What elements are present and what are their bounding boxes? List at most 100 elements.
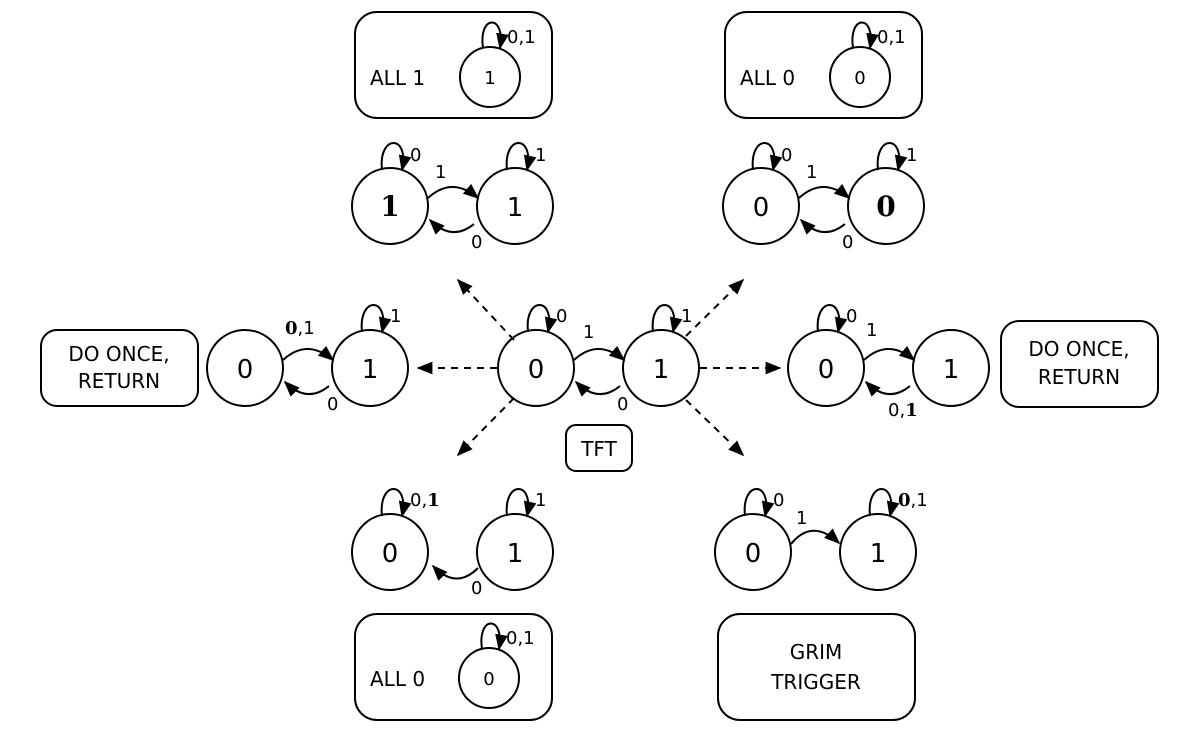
center-edge-top bbox=[573, 345, 626, 362]
mid-right-state-left-label: 0 bbox=[818, 355, 835, 385]
center-edge-bottom-label: 0 bbox=[617, 394, 628, 415]
mid-right-edge-bottom-label: 0,1 bbox=[888, 400, 918, 421]
mid-left-right-loop bbox=[360, 304, 392, 334]
center-caption-box bbox=[565, 424, 633, 472]
top-right-box-loop-label: 0,1 bbox=[877, 27, 906, 48]
center-edge-bottom bbox=[574, 380, 621, 397]
top-right-edge-top bbox=[798, 183, 851, 200]
bottom-left-left-loop bbox=[380, 488, 412, 518]
dashed-arrow-top-right bbox=[685, 278, 745, 337]
top-left-left-loop-label: 0 bbox=[410, 145, 421, 166]
mid-left-state-right-label: 1 bbox=[362, 355, 379, 385]
top-left-state-right-label: 1 bbox=[507, 193, 524, 223]
mid-left-box-line1: DO ONCE, bbox=[68, 342, 169, 366]
mid-right-left-loop bbox=[816, 304, 848, 334]
bottom-left-box-state-label: 0 bbox=[483, 669, 494, 690]
mid-left-machine: DO ONCE, RETURN 0 1 1 0,1 0 bbox=[40, 304, 409, 415]
mid-right-box bbox=[1000, 320, 1159, 408]
top-right-edge-bottom-label: 0 bbox=[842, 232, 853, 253]
bottom-right-machine: 0 1 0 0,1 1 GRIM TRIGGER bbox=[714, 488, 928, 721]
center-state-left-label: 0 bbox=[528, 355, 545, 385]
mid-right-state-left bbox=[787, 329, 865, 407]
bottom-right-right-loop-bold: 0 bbox=[898, 490, 911, 511]
center-edge-top-label: 1 bbox=[583, 322, 594, 343]
bottom-left-box-state bbox=[458, 647, 520, 709]
bottom-right-box-line1: GRIM bbox=[790, 640, 843, 664]
bottom-right-right-loop-rest: ,1 bbox=[911, 490, 928, 511]
top-left-box-loop-label: 0,1 bbox=[507, 27, 536, 48]
mid-left-state-right bbox=[331, 329, 409, 407]
top-left-edge-top bbox=[427, 183, 480, 200]
mid-left-edge-bottom-label: 0 bbox=[327, 394, 338, 415]
bottom-right-state-left bbox=[714, 513, 792, 591]
mid-right-state-right-label: 1 bbox=[943, 355, 960, 385]
mid-left-edge-top-bold: 0 bbox=[285, 318, 298, 339]
mid-left-edge-top-rest: ,1 bbox=[298, 318, 315, 339]
top-right-right-loop-label: 1 bbox=[906, 145, 917, 166]
bottom-left-edge-bottom-label: 0 bbox=[471, 578, 482, 599]
bottom-left-state-right bbox=[476, 513, 554, 591]
top-left-edge-bottom-label: 0 bbox=[471, 232, 482, 253]
top-right-box-loop bbox=[851, 21, 879, 50]
center-right-loop bbox=[651, 304, 683, 334]
mid-left-box bbox=[40, 329, 199, 407]
top-right-state-left-label: 0 bbox=[753, 193, 770, 223]
center-state-right bbox=[622, 329, 700, 407]
top-right-state-right-label: 0 bbox=[876, 190, 895, 223]
top-left-box-label: ALL 1 bbox=[370, 66, 425, 90]
top-left-box-loop bbox=[481, 21, 509, 50]
mid-right-edge-bottom-rest: 0, bbox=[888, 400, 905, 421]
bottom-right-state-right bbox=[839, 513, 917, 591]
center-right-loop-label: 1 bbox=[681, 306, 692, 327]
top-left-left-loop bbox=[380, 142, 412, 172]
top-right-edge-bottom bbox=[799, 218, 846, 235]
mid-right-machine: 0 1 0 1 0,1 DO ONCE, RETURN bbox=[787, 304, 1159, 421]
bottom-left-edge-bottom bbox=[431, 564, 479, 581]
bottom-left-left-loop-bold: 1 bbox=[427, 490, 440, 511]
top-left-state-right bbox=[476, 167, 554, 245]
mid-right-left-loop-label: 0 bbox=[846, 306, 857, 327]
bottom-left-left-loop-label: 0,1 bbox=[410, 490, 440, 511]
bottom-left-right-loop-label: 1 bbox=[535, 490, 546, 511]
mid-right-state-right bbox=[912, 329, 990, 407]
center-left-loop-label: 0 bbox=[556, 306, 567, 327]
bottom-right-edge-top-label: 1 bbox=[796, 508, 807, 529]
bottom-left-state-right-label: 1 bbox=[507, 539, 524, 569]
top-left-edge-bottom bbox=[428, 218, 475, 235]
top-right-edge-top-label: 1 bbox=[806, 162, 817, 183]
top-left-state-left bbox=[351, 167, 429, 245]
top-left-edge-top-label: 1 bbox=[435, 162, 446, 183]
top-right-box-state-label: 0 bbox=[854, 68, 865, 89]
center-machine: 0 1 0 1 1 0 TFT bbox=[497, 304, 700, 472]
bottom-right-state-right-label: 1 bbox=[870, 539, 887, 569]
top-left-right-loop bbox=[505, 142, 537, 172]
mid-right-edge-top bbox=[863, 345, 916, 362]
top-left-machine: ALL 1 1 0,1 1 1 0 1 1 0 bbox=[351, 11, 554, 253]
top-right-left-loop-label: 0 bbox=[781, 145, 792, 166]
dashed-arrow-top-left bbox=[456, 278, 515, 341]
bottom-right-box bbox=[717, 613, 916, 721]
mid-right-edge-bottom-bold: 1 bbox=[905, 400, 918, 421]
mid-left-right-loop-label: 1 bbox=[390, 306, 401, 327]
dashed-arrow-bottom-right bbox=[685, 399, 745, 457]
mid-left-edge-bottom bbox=[283, 380, 330, 397]
bottom-left-state-left bbox=[351, 513, 429, 591]
bottom-left-left-loop-rest: 0, bbox=[410, 490, 427, 511]
bottom-left-box-label: ALL 0 bbox=[370, 667, 425, 691]
center-caption: TFT bbox=[580, 437, 617, 461]
bottom-right-box-line2: TRIGGER bbox=[770, 670, 861, 694]
mid-right-edge-bottom bbox=[864, 380, 911, 397]
bottom-left-right-loop bbox=[505, 488, 537, 518]
bottom-left-machine: 0 1 0,1 1 0 ALL 0 0 0,1 bbox=[351, 488, 554, 721]
top-left-state-left-label: 1 bbox=[380, 190, 399, 223]
dashed-arrows bbox=[416, 278, 782, 457]
top-right-left-loop bbox=[751, 142, 783, 172]
mid-right-edge-top-label: 1 bbox=[866, 320, 877, 341]
mid-left-state-left-label: 0 bbox=[237, 355, 254, 385]
mid-right-box-line2: RETURN bbox=[1038, 365, 1120, 389]
top-left-box-state-label: 1 bbox=[484, 68, 495, 89]
top-right-state-right bbox=[847, 167, 925, 245]
bottom-right-state-left-label: 0 bbox=[745, 539, 762, 569]
center-left-loop bbox=[526, 304, 558, 334]
